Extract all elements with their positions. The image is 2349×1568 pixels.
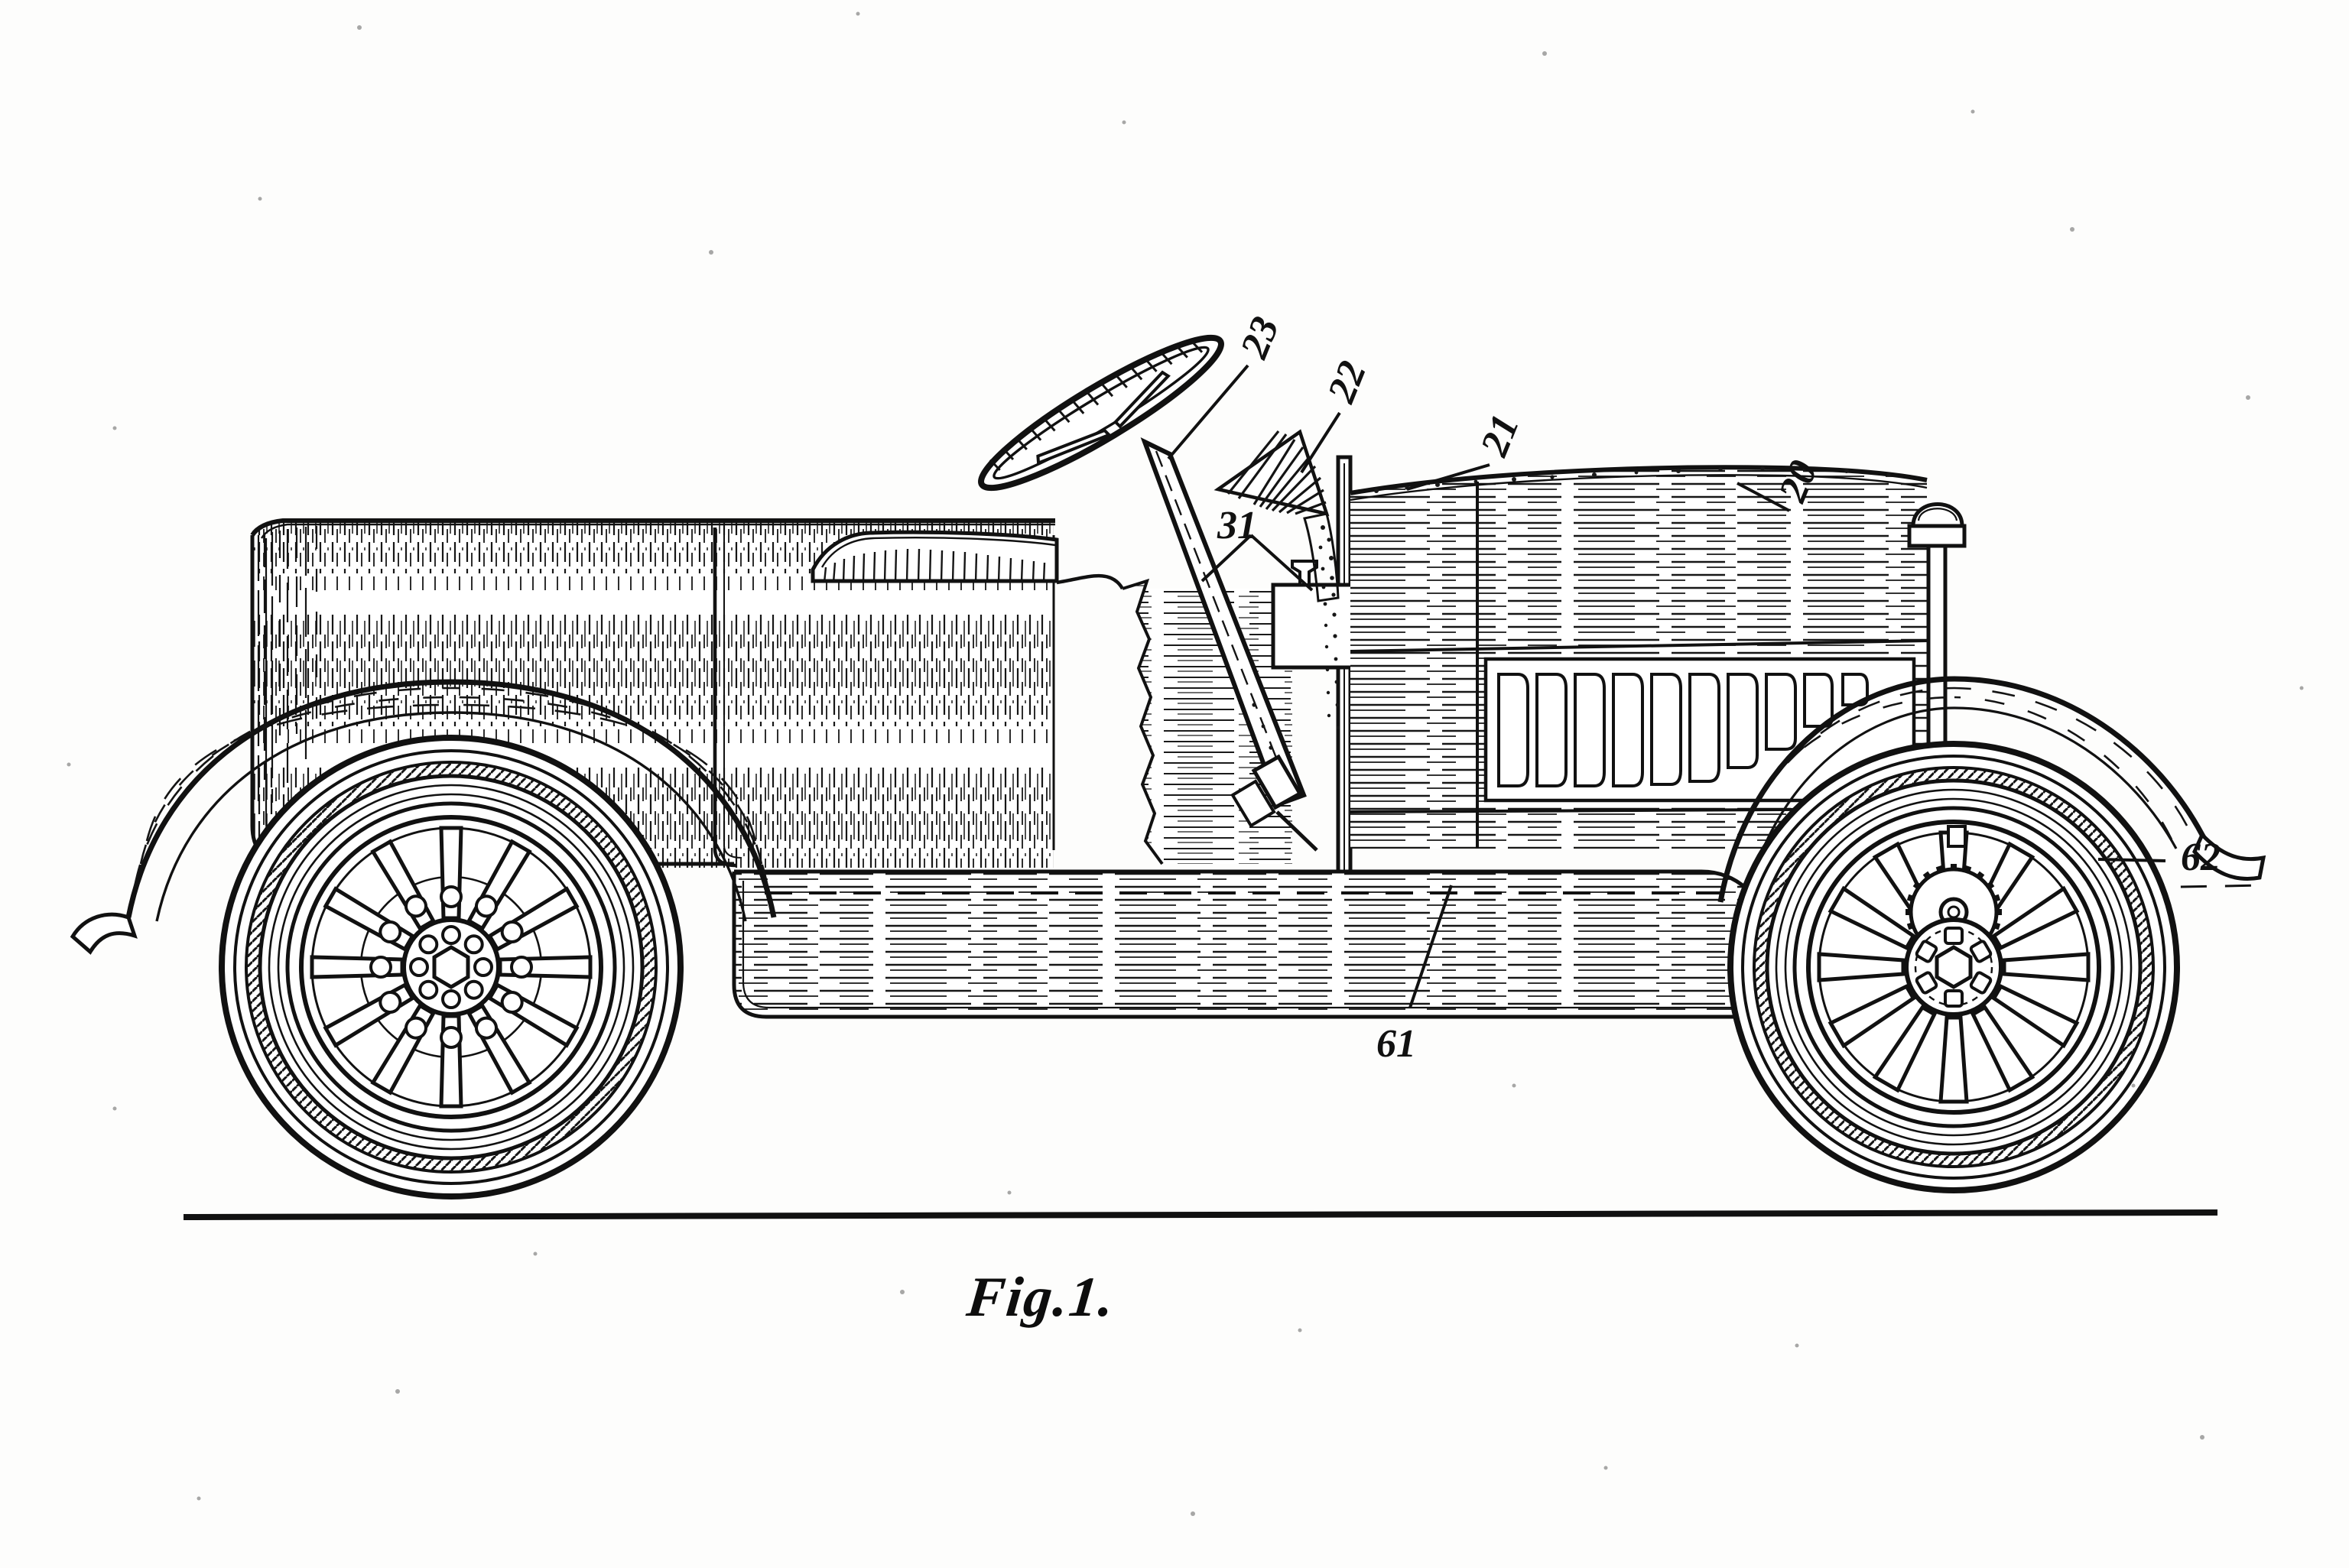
front-wheel-nipples (369, 885, 533, 1049)
front-hub-bolts (409, 925, 493, 1009)
left-fender (70, 679, 777, 955)
leader-20 (1737, 482, 1790, 512)
leader-62 (2097, 858, 2166, 862)
rear-hub-bolts (1915, 927, 1993, 1008)
steering-wheel (978, 334, 1224, 492)
steering-assembly (978, 334, 1307, 807)
instrument-box (1271, 560, 1367, 670)
leader-31b (1200, 534, 1252, 583)
leader-lines (1167, 364, 2166, 1008)
reference-numeral-31: 31 (1217, 504, 1257, 547)
leader-22 (1300, 411, 1341, 474)
leader-31a (1249, 534, 1314, 592)
leader-61 (1408, 885, 1453, 1008)
figure-caption: Fig.1. (963, 1266, 1119, 1329)
reference-numeral-61: 61 (1376, 1022, 1416, 1066)
fenders-group (70, 676, 2266, 955)
front-wheel (219, 735, 684, 1200)
paper-specks (67, 11, 2304, 1516)
leader-23 (1167, 364, 1249, 460)
right-fender (1717, 676, 2266, 911)
leader-21 (1406, 463, 1490, 491)
seat-back (811, 530, 1059, 583)
pedal-lever-detail (1230, 754, 1318, 852)
rear-wheel (1727, 741, 2180, 1193)
fan-member (1213, 429, 1340, 730)
ground-line (183, 1209, 2218, 1220)
hood-louvers (1497, 673, 1869, 787)
reference-numeral-62: 62 (2181, 836, 2221, 879)
